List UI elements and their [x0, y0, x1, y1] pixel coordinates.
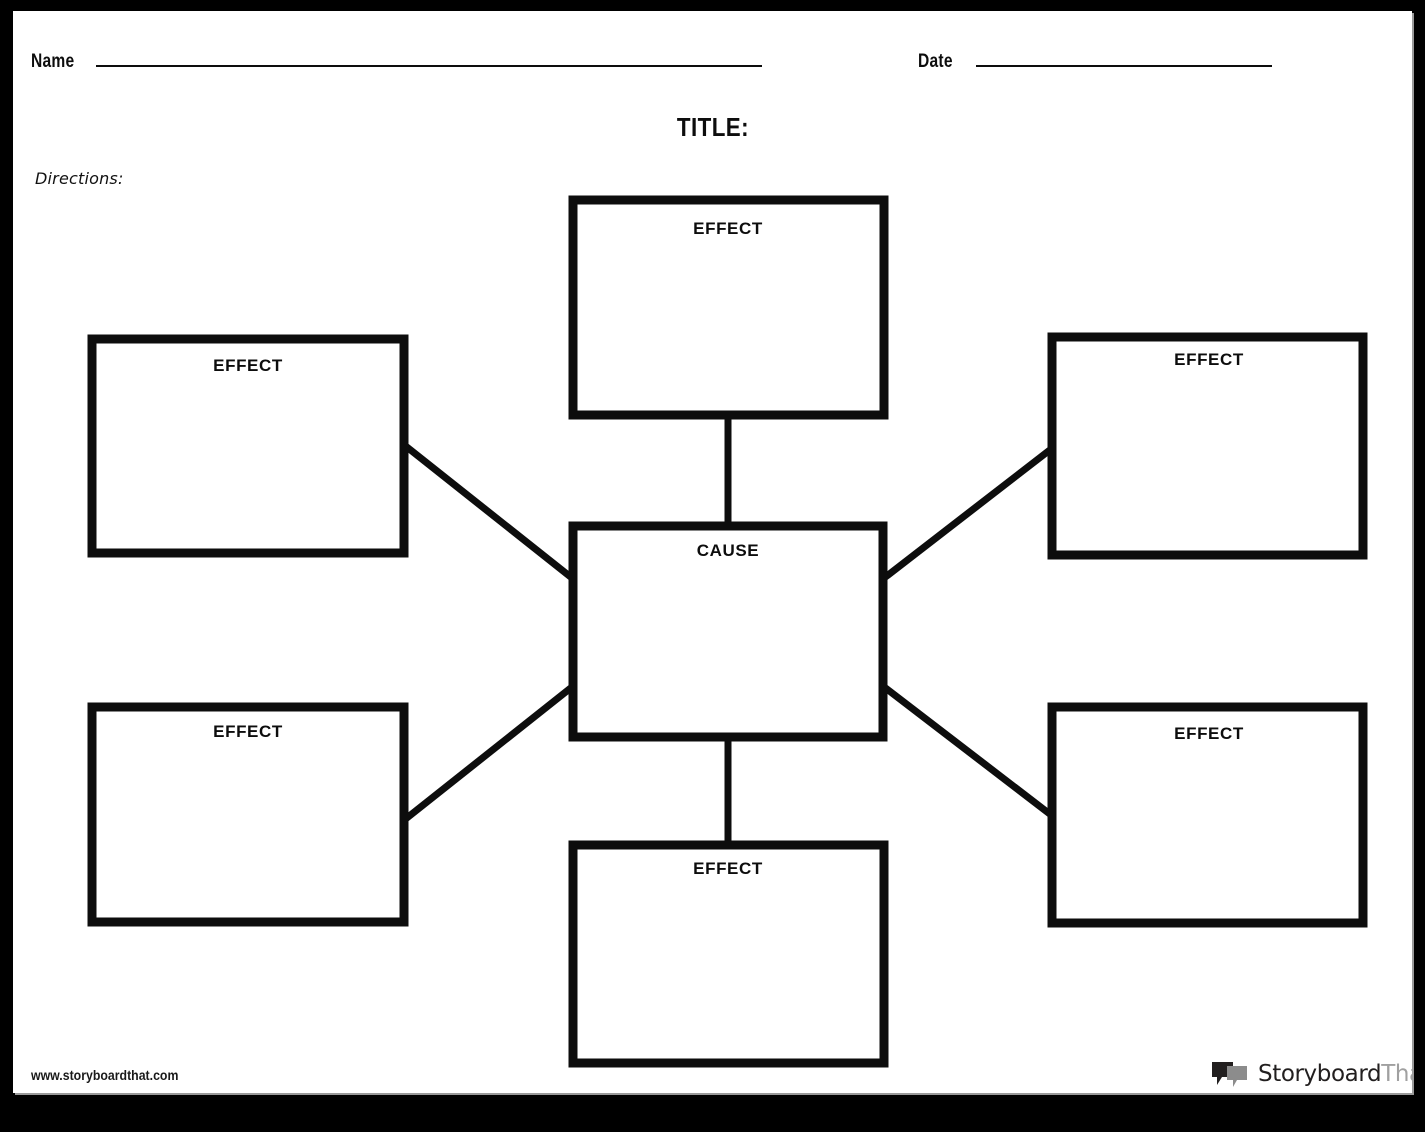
cause-label: CAUSE	[697, 541, 760, 560]
date-input-line[interactable]	[976, 64, 1273, 67]
logo-word-storyboard: Storyboard	[1258, 1060, 1382, 1087]
effect-top-left-box[interactable]	[87, 334, 409, 558]
site-url[interactable]: www.storyboardthat.com	[31, 1067, 179, 1083]
effect-bottom-node[interactable]: EFFECT	[568, 840, 889, 1068]
connector-diagonal-lower-right	[876, 680, 1058, 821]
storyboardthat-logo[interactable]: StoryboardThat	[1211, 1057, 1412, 1091]
effect-top-left-node[interactable]: EFFECT	[87, 334, 409, 558]
logo-wordmark: StoryboardThat	[1258, 1060, 1412, 1087]
page-title: TITLE:	[13, 112, 1412, 143]
date-field-row: Date	[918, 51, 1273, 73]
effect-top-left-label: EFFECT	[213, 356, 283, 375]
cause-effect-diagram: EFFECT EFFECT EFFECT CAUSE EFFECT	[87, 195, 1368, 1068]
effect-top-right-node[interactable]: EFFECT	[1047, 332, 1368, 560]
connector-lines	[400, 412, 1058, 851]
cause-box[interactable]	[568, 521, 888, 742]
speech-bubbles-icon	[1212, 1062, 1247, 1087]
connector-diagonal-lower-left	[400, 680, 580, 824]
effect-bottom-box[interactable]	[568, 840, 889, 1068]
logo-word-that: That	[1381, 1060, 1412, 1087]
effect-top-label: EFFECT	[693, 219, 763, 238]
effect-bottom-right-label: EFFECT	[1174, 724, 1244, 743]
connector-diagonal-upper-right	[876, 443, 1058, 585]
name-label: Name	[31, 51, 75, 72]
effect-top-right-box[interactable]	[1047, 332, 1368, 560]
effect-bottom-right-box[interactable]	[1047, 702, 1368, 928]
effect-bottom-left-box[interactable]	[87, 702, 409, 927]
directions-label: Directions:	[35, 169, 124, 188]
effect-bottom-left-node[interactable]: EFFECT	[87, 702, 409, 927]
page-title-text: TITLE:	[676, 112, 749, 142]
effect-top-node[interactable]: EFFECT	[568, 195, 889, 420]
name-field-row: Name	[31, 51, 762, 73]
worksheet-page: Name Date TITLE: Directions:	[13, 11, 1412, 1093]
effect-top-box[interactable]	[568, 195, 889, 420]
cause-node[interactable]: CAUSE	[568, 521, 888, 742]
effect-top-right-label: EFFECT	[1174, 350, 1244, 369]
name-input-line[interactable]	[95, 64, 762, 67]
effect-bottom-right-node[interactable]: EFFECT	[1047, 702, 1368, 928]
date-label: Date	[918, 51, 953, 72]
effect-bottom-left-label: EFFECT	[213, 722, 283, 741]
effect-bottom-label: EFFECT	[693, 859, 763, 878]
connector-diagonal-upper-left	[400, 441, 580, 585]
